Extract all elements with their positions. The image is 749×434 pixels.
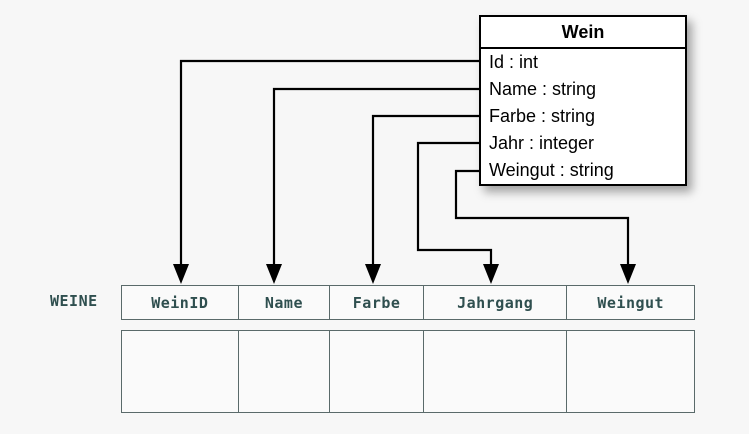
table-column-header-weingut: Weingut [597, 293, 665, 312]
uml-attribute-weingut: Weingut : string [489, 160, 614, 180]
table-column-header-name: Name [239, 286, 331, 319]
uml-class-box[interactable]: Wein Id : int Name : string Farbe : stri… [479, 15, 687, 186]
table-row [121, 330, 695, 413]
table-cell-weinid [122, 331, 239, 412]
table-column-header-farbe: Farbe [330, 286, 424, 319]
table-cell-name [239, 331, 331, 412]
table-cell-jahrgang [424, 331, 568, 412]
relational-table: WeinID Name Farbe Jahrgang Weingut [121, 285, 695, 413]
uml-attribute-farbe: Farbe : string [489, 106, 596, 126]
table-header-row: WeinID Name Farbe Jahrgang Weingut [121, 285, 695, 320]
uml-class-name: Wein [481, 17, 685, 49]
table-column-header-weinid: WeinID [122, 286, 239, 319]
table-name-label: WEINE [50, 292, 98, 310]
table-column-header-jahrgang: Jahrgang [424, 286, 568, 319]
connector-weingut-to-weingut [454, 169, 636, 284]
uml-attribute-jahr: Jahr : integer [489, 133, 595, 153]
connector-farbe-to-farbe [365, 114, 479, 284]
connector-name-to-name [266, 87, 479, 284]
uml-attribute-id: Id : int [489, 52, 539, 72]
table-cell-weingut [567, 331, 694, 412]
uml-attribute-list: Id : int Name : string Farbe : string Ja… [481, 49, 685, 184]
table-cell-farbe [330, 331, 424, 412]
uml-attribute-name: Name : string [489, 79, 597, 99]
connector-id-to-weinid [173, 59, 479, 284]
